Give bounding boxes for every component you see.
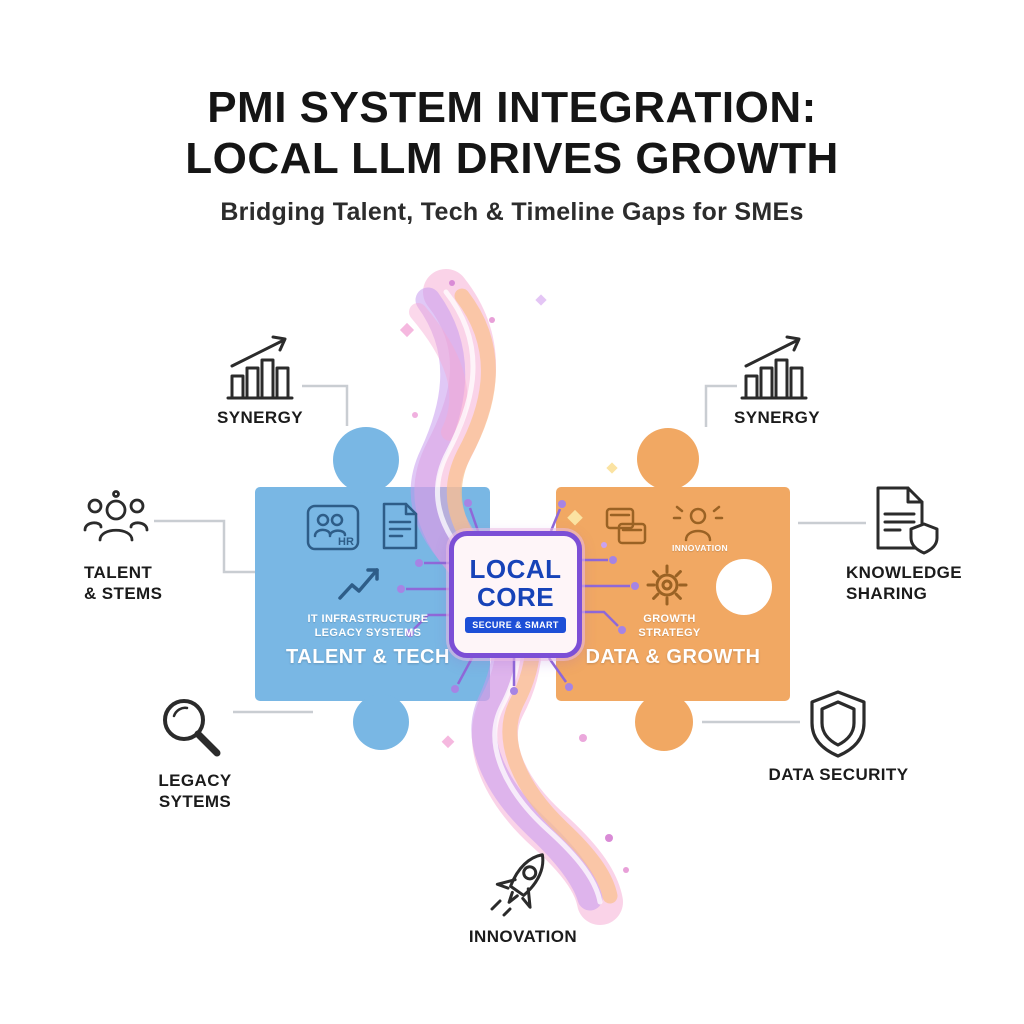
gear-icon	[646, 564, 688, 606]
page-subtitle: Bridging Talent, Tech & Timeline Gaps fo…	[220, 198, 804, 226]
local-core-box: LOCAL CORE SECURE & SMART	[449, 531, 582, 658]
connector-talent	[154, 519, 257, 574]
growth-check-icon	[338, 568, 379, 600]
left-sub-line1: IT INFRASTRUCTURE	[307, 613, 429, 625]
circuit-nodes	[397, 499, 639, 695]
callout-legacy: LEGACY SYTEMS	[158, 771, 232, 812]
cards-icon	[605, 507, 647, 545]
callout-talent-line1: TALENT	[84, 563, 153, 582]
right-sub-line1: GROWTH	[643, 613, 696, 625]
shield-icon	[810, 690, 866, 758]
left-puzzle-caption: TALENT & TECH	[286, 646, 450, 668]
callout-knowledge-line2: SHARING	[846, 584, 928, 604]
connector-synergy-left	[302, 384, 349, 426]
circuit-traces	[406, 507, 630, 686]
callout-knowledge: KNOWLEDGE SHARING	[846, 562, 976, 605]
sparkles	[399, 280, 629, 873]
secure-smart-badge: SECURE & SMART	[465, 616, 566, 633]
callout-synergy-right: SYNERGY	[734, 408, 820, 427]
callout-talent-line2: & STEMS	[84, 584, 163, 604]
left-sub-line2: LEGACY SYSTEMS	[314, 627, 422, 640]
innovation-mini-label: INNOVATION	[671, 543, 729, 553]
connector-synergy-right	[704, 384, 737, 427]
page-title: PMI SYSTEM INTEGRATION: LOCAL LLM DRIVES…	[0, 82, 1024, 184]
people-icon	[83, 490, 149, 542]
connector-lines	[154, 384, 866, 724]
callout-synergy-left: SYNERGY	[217, 408, 303, 427]
core-label-line2: CORE	[476, 581, 555, 612]
magnifier-icon	[163, 699, 221, 757]
right-sub-line2: STRATEGY	[638, 627, 701, 640]
rocket-icon	[490, 853, 545, 917]
left-puzzle-subtext: IT INFRASTRUCTURE LEGACY SYSTEMS	[262, 612, 474, 641]
callout-security: DATA SECURITY	[768, 765, 909, 784]
callout-innovation: INNOVATION	[468, 927, 578, 946]
title-line-1: PMI SYSTEM INTEGRATION:	[207, 83, 817, 132]
bar-chart-icon-left	[226, 335, 294, 400]
right-puzzle-subtext: GROWTH STRATEGY	[612, 612, 727, 641]
innovator-icon	[672, 505, 724, 542]
hr-badge-icon: HR	[306, 504, 360, 551]
puzzle-notch-right	[716, 559, 772, 615]
document-shield-icon	[876, 486, 939, 555]
document-icon	[382, 502, 418, 550]
right-puzzle-caption: DATA & GROWTH	[585, 646, 761, 668]
callout-knowledge-line1: KNOWLEDGE	[846, 563, 962, 582]
core-label-line1: LOCAL	[469, 554, 562, 585]
title-line-2: LOCAL LLM DRIVES GROWTH	[185, 134, 839, 184]
bar-chart-icon-right	[740, 335, 808, 400]
hr-text: HR	[338, 536, 354, 548]
callout-talent: TALENT & STEMS	[84, 562, 214, 605]
